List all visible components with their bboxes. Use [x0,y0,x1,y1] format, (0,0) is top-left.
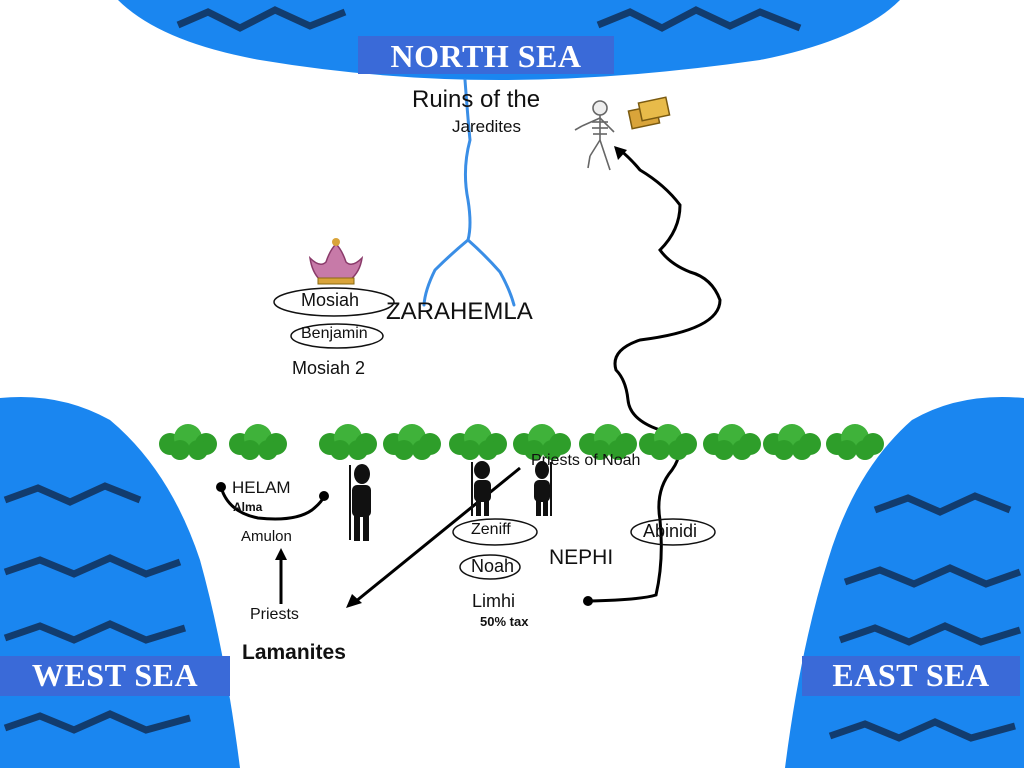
journey-arrowhead [614,146,627,160]
mosiah2-label: Mosiah 2 [292,358,366,378]
tax-label: 50% tax [480,614,529,629]
noah-label: Noah [471,556,515,576]
person-silhouette-icon [471,461,491,516]
amulon-label: Amulon [241,528,292,545]
east-sea-label: EAST SEA [832,657,990,693]
tree-icon [229,424,287,460]
helam-end-dot [319,491,329,501]
helam-path [219,486,326,521]
west-waves [3,482,191,734]
benjamin-label: Benjamin [301,325,368,342]
priests-arrow-line [354,466,521,604]
mosiah-label: Mosiah [301,290,360,310]
tree-icon [763,424,821,460]
west-sea-label: WEST SEA [31,657,199,693]
zeniff-label: Zeniff [471,521,511,538]
skeleton-icon [574,100,615,171]
ruins-label-line2: Jaredites [452,117,521,136]
tree-icon [449,424,507,460]
person-silhouette-icon [534,461,552,516]
limhi-label: Limhi [472,591,516,611]
tree-icon [826,424,884,460]
priests-arrowhead [346,594,362,608]
priests-up-arrowhead [275,548,287,560]
tree-icon [703,424,761,460]
crown-icon [308,238,364,285]
alma-label: Alma [233,500,263,514]
east-sea-label-box [802,656,1020,696]
tree-icon [319,424,377,460]
nephi-label: NEPHI [549,546,614,569]
gold-plates-icon [627,96,671,130]
tree-icon [383,424,441,460]
abinidi-label: Abinidi [643,521,698,541]
north-waves [176,6,802,32]
north-sea-label: NORTH SEA [390,38,582,74]
helam-label: HELAM [232,478,291,497]
tree-icon [579,424,637,460]
ruins-label-line1: Ruins of the [412,86,541,113]
west-sea-label-box [0,656,230,696]
helam-dot [216,482,226,492]
priests-of-noah-label: Priests of Noah [531,452,641,469]
forest [159,424,884,460]
tree-icon [159,424,217,460]
lamanites-label: Lamanites [242,641,346,664]
river [422,78,516,307]
priests-label: Priests [250,606,299,623]
north-sea-label-box [358,36,614,74]
tree-icon [513,424,571,460]
tree-icon [639,424,697,460]
name-ovals [273,287,716,580]
journey-start-dot [583,596,593,606]
person-silhouette-icon [349,464,371,541]
east-waves [828,492,1022,742]
zarahemla-label: ZARAHEMLA [386,298,533,325]
